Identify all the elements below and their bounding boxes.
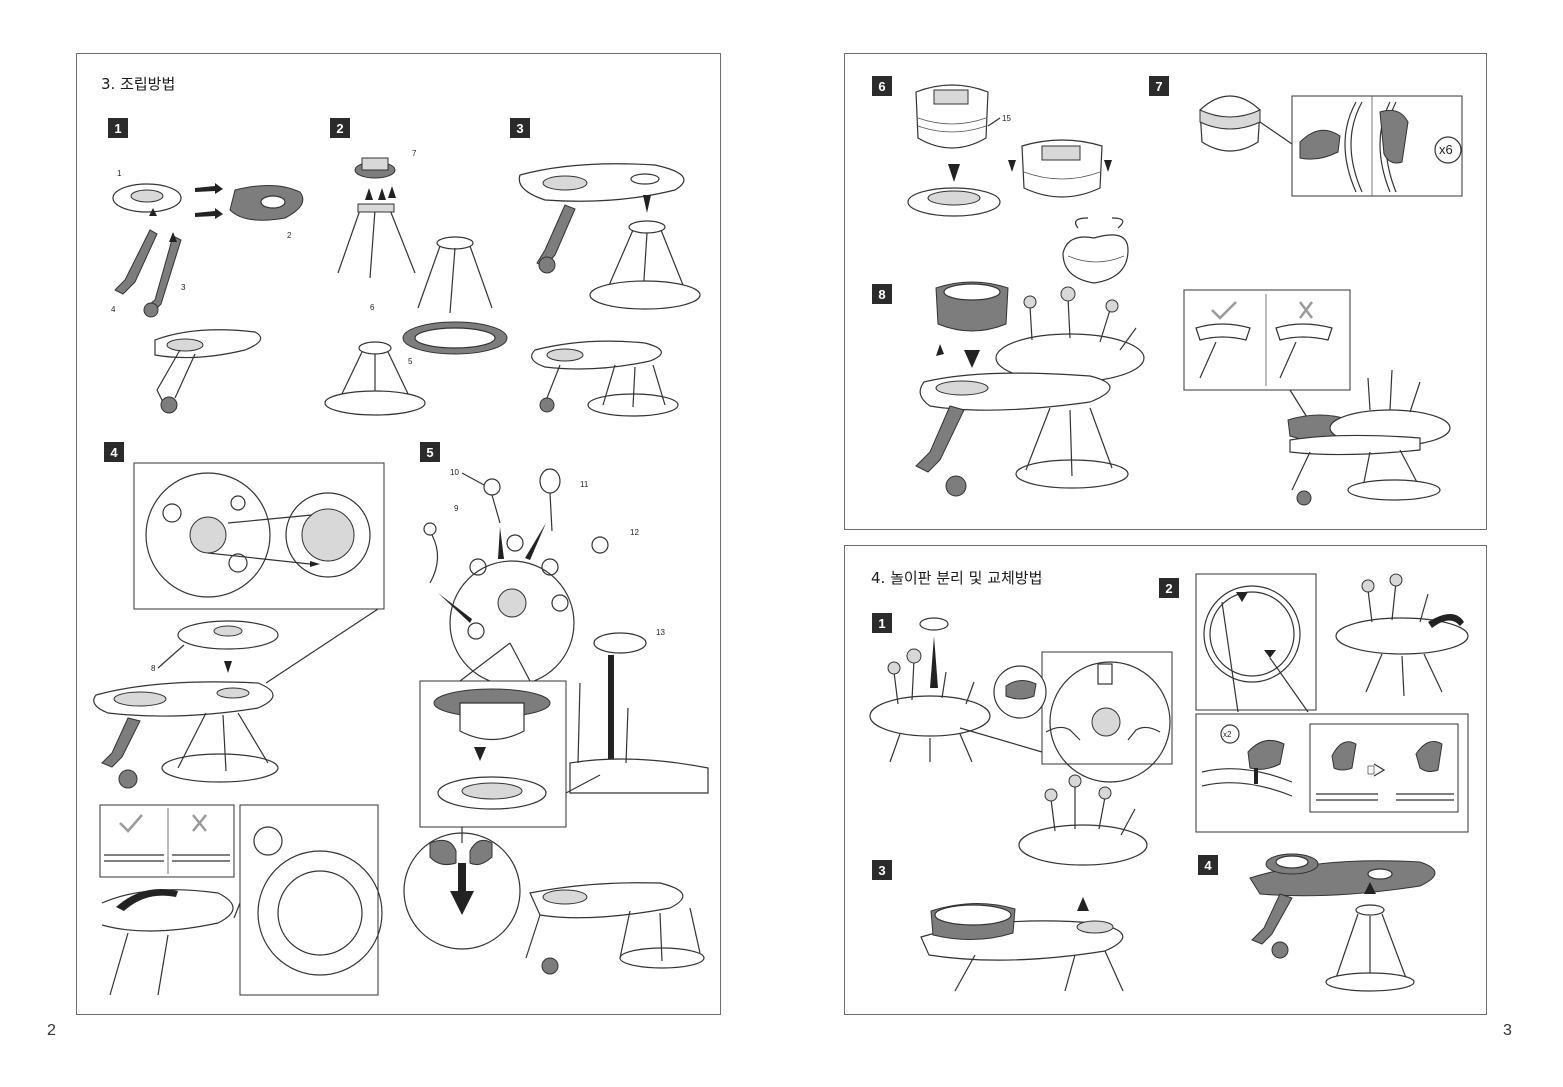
step4-illustration: 8 xyxy=(93,462,385,996)
replacement-section-title: 4. 놀이판 분리 및 교체방법 xyxy=(871,569,1043,587)
replace-step-badge-2: 2 xyxy=(1159,578,1179,598)
part-label-9: 9 xyxy=(454,504,459,513)
page-number-right: 3 xyxy=(1503,1022,1512,1039)
step-badge-2: 2 xyxy=(330,118,350,138)
step8-illustration xyxy=(915,281,1451,506)
assembly-section-title: 3. 조립방법 xyxy=(101,75,176,93)
part-label-6: 6 xyxy=(370,303,375,312)
step-badge-4: 4 xyxy=(104,442,124,462)
part-label-12: 12 xyxy=(630,528,639,537)
step-badge-3: 3 xyxy=(510,118,530,138)
part-label-2: 2 xyxy=(287,231,292,240)
replace-step1-illustration xyxy=(869,617,1173,783)
step1-illustration: 1 2 3 4 xyxy=(111,169,304,414)
part-label-1: 1 xyxy=(117,169,122,178)
part-label-15: 15 xyxy=(1002,114,1011,123)
replace-step-badge-4: 4 xyxy=(1198,855,1218,875)
part-label-13: 13 xyxy=(656,628,665,637)
step-badge-6: 6 xyxy=(872,76,892,96)
step5-illustration: 10 11 9 12 13 xyxy=(403,468,709,975)
part-label-8: 8 xyxy=(151,664,156,673)
clip-count-x2: x2 xyxy=(1223,730,1232,739)
replace-step-badge-3: 3 xyxy=(872,860,892,880)
step7-illustration: x6 xyxy=(1199,95,1463,197)
part-label-4: 4 xyxy=(111,305,116,314)
replace-step-badge-1: 1 xyxy=(872,613,892,633)
part-label-10: 10 xyxy=(450,468,459,477)
step-badge-8: 8 xyxy=(872,284,892,304)
page-number-left: 2 xyxy=(47,1022,56,1039)
step-badge-1: 1 xyxy=(108,118,128,138)
step-badge-5: 5 xyxy=(420,442,440,462)
replace-step4-illustration xyxy=(1249,853,1436,992)
clip-count-x6: x6 xyxy=(1439,142,1453,157)
step2-illustration: 7 6 5 xyxy=(324,149,508,416)
step3-illustration xyxy=(518,163,701,417)
part-label-11: 11 xyxy=(580,480,589,489)
part-label-5: 5 xyxy=(408,357,413,366)
part-label-7: 7 xyxy=(412,149,417,158)
part-label-3: 3 xyxy=(181,283,186,292)
step6-illustration: 15 xyxy=(907,84,1129,284)
step-badge-7: 7 xyxy=(1149,76,1169,96)
replace-step2-illustration: x2 xyxy=(1195,573,1469,833)
replace-step3-illustration xyxy=(920,774,1148,992)
